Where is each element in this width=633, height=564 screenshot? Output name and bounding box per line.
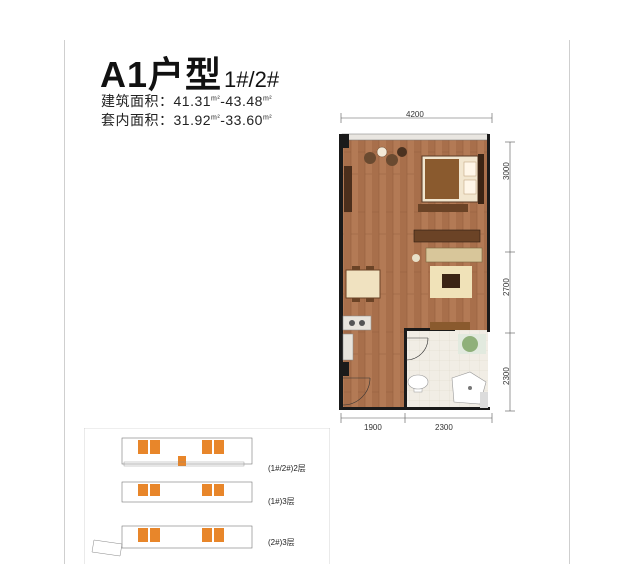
gross-area-unit-1: m²	[211, 95, 221, 103]
key-plan	[84, 428, 330, 564]
floor-plan	[339, 133, 490, 410]
gross-area: 建筑面积：41.31m²-43.48m²	[101, 93, 273, 109]
net-area-from: 31.92	[173, 112, 212, 128]
floor-label-3: (2#)3层	[268, 538, 295, 547]
net-area-unit-2: m²	[262, 114, 273, 122]
key-plan-row-3	[91, 525, 253, 557]
floor-label-1: (1#/2#)2层	[268, 464, 306, 473]
floor-label-2: (1#)3层	[268, 497, 295, 506]
dim-bottom-1: 1900	[364, 423, 382, 432]
dim-bottom-2: 2300	[435, 423, 453, 432]
building-numbers: 1#/2#	[224, 67, 280, 92]
dim-top-width: 4200	[406, 110, 424, 119]
net-area: 套内面积：31.92m²-33.60m²	[101, 112, 273, 128]
unit-type-title: A1户型1#/2#	[100, 46, 279, 98]
right-page-rule	[569, 40, 570, 564]
sofa	[412, 247, 483, 298]
dining-table	[345, 266, 381, 302]
gross-area-from: 41.31	[173, 93, 212, 109]
gross-area-label: 建筑面积：	[101, 93, 174, 109]
toilet	[407, 374, 429, 393]
unit-name: A1户型	[100, 54, 223, 95]
gross-area-to: 43.48	[225, 93, 263, 109]
bed	[421, 154, 484, 204]
gross-area-unit-2: m²	[262, 95, 273, 103]
net-area-unit-1: m²	[211, 114, 221, 122]
net-area-label: 套内面积：	[101, 112, 174, 128]
key-plan-row-2	[121, 481, 253, 503]
left-page-rule	[64, 40, 65, 564]
net-area-to: 33.60	[225, 112, 263, 128]
key-plan-row-1	[121, 437, 253, 467]
